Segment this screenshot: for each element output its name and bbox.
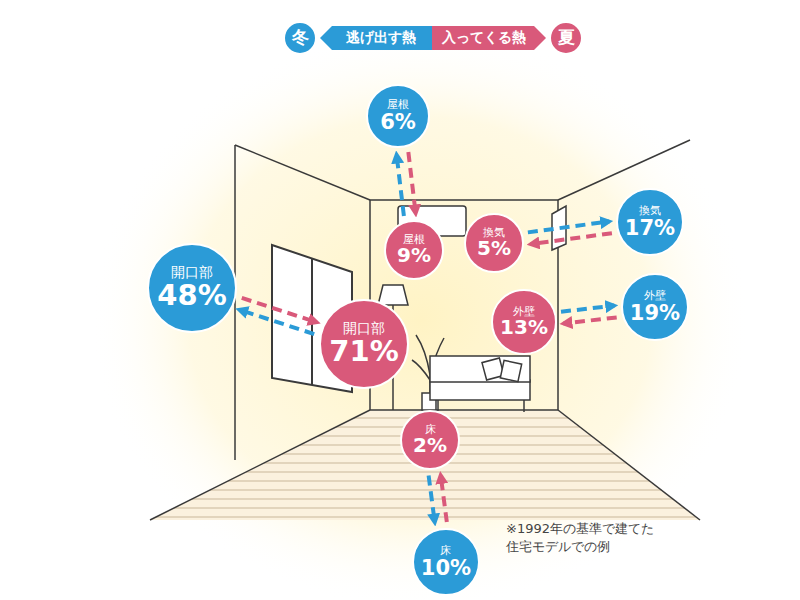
heat-flow-arrow	[561, 306, 614, 312]
heat-circle: 床2%	[400, 410, 460, 470]
heat-circle: 外壁19%	[621, 273, 689, 341]
floor-edge	[558, 410, 700, 520]
percent-value: 48%	[157, 280, 226, 310]
legend-text: 逃げ出す熱	[346, 29, 416, 47]
part-name: 換気	[639, 205, 661, 217]
heat-flow-arrow	[408, 152, 415, 214]
heat-circle: 屋根6%	[366, 84, 430, 148]
heat-flow-arrow	[528, 221, 609, 232]
percent-value: 10%	[421, 557, 471, 579]
heat-circle: 開口部48%	[147, 243, 238, 334]
percent-value: 5%	[477, 238, 511, 259]
percent-value: 19%	[630, 302, 680, 324]
part-name: 開口部	[171, 265, 213, 280]
part-name: 屋根	[387, 99, 409, 111]
legend-swatch: 入ってくる熱	[432, 26, 546, 50]
part-name: 冬	[292, 29, 309, 47]
season-circle: 夏	[549, 21, 583, 55]
heat-circle: 外壁13%	[491, 289, 557, 355]
percent-value: 9%	[397, 245, 431, 266]
part-name: 床	[440, 545, 451, 557]
heat-circle: 換気17%	[616, 188, 684, 256]
part-name: 外壁	[513, 306, 535, 318]
legend-text: 入ってくる熱	[442, 29, 526, 47]
floor-board	[354, 418, 568, 419]
heat-flow-arrow	[397, 154, 404, 216]
heat-flow-arrow	[239, 310, 314, 334]
floor-board	[210, 490, 661, 491]
part-name: 換気	[483, 227, 505, 239]
sofa-back	[430, 356, 530, 382]
part-name: 開口部	[343, 321, 385, 336]
heat-flow-arrow	[441, 475, 447, 522]
heat-circle: 屋根9%	[384, 220, 444, 280]
part-name: 床	[425, 424, 436, 436]
heat-flow-arrow	[429, 475, 435, 522]
percent-value: 6%	[380, 111, 416, 133]
percent-value: 71%	[329, 336, 398, 366]
floor-edge	[150, 410, 370, 520]
floor-board	[228, 481, 650, 482]
light-glow	[90, 30, 750, 600]
ceiling-edge	[235, 145, 370, 200]
floor-board	[174, 508, 685, 509]
floor-board	[336, 427, 580, 428]
heat-flow-arrow	[530, 233, 611, 244]
percent-value: 2%	[413, 435, 447, 456]
cushion	[500, 360, 521, 381]
percent-value: 13%	[500, 317, 548, 338]
heat-circle: 開口部71%	[319, 299, 410, 390]
heat-circle: 床10%	[412, 528, 480, 596]
part-name: 夏	[558, 29, 575, 47]
heat-flow-arrow	[242, 298, 317, 322]
sofa-seat	[430, 380, 530, 400]
heat-flow-arrow	[563, 317, 616, 323]
footnote: ※1992年の基準で建てた 住宅モデルでの例	[506, 520, 681, 555]
sofa-leg	[523, 400, 525, 412]
season-circle: 冬	[283, 21, 317, 55]
floor-board	[246, 472, 638, 473]
floor	[150, 410, 700, 520]
part-name: 屋根	[403, 234, 425, 246]
percent-value: 17%	[625, 217, 675, 239]
floor-board	[156, 517, 696, 518]
ceiling-edge	[558, 140, 690, 200]
heat-circle: 換気5%	[464, 213, 524, 273]
legend-swatch: 逃げ出す熱	[320, 26, 432, 50]
part-name: 外壁	[644, 290, 666, 302]
